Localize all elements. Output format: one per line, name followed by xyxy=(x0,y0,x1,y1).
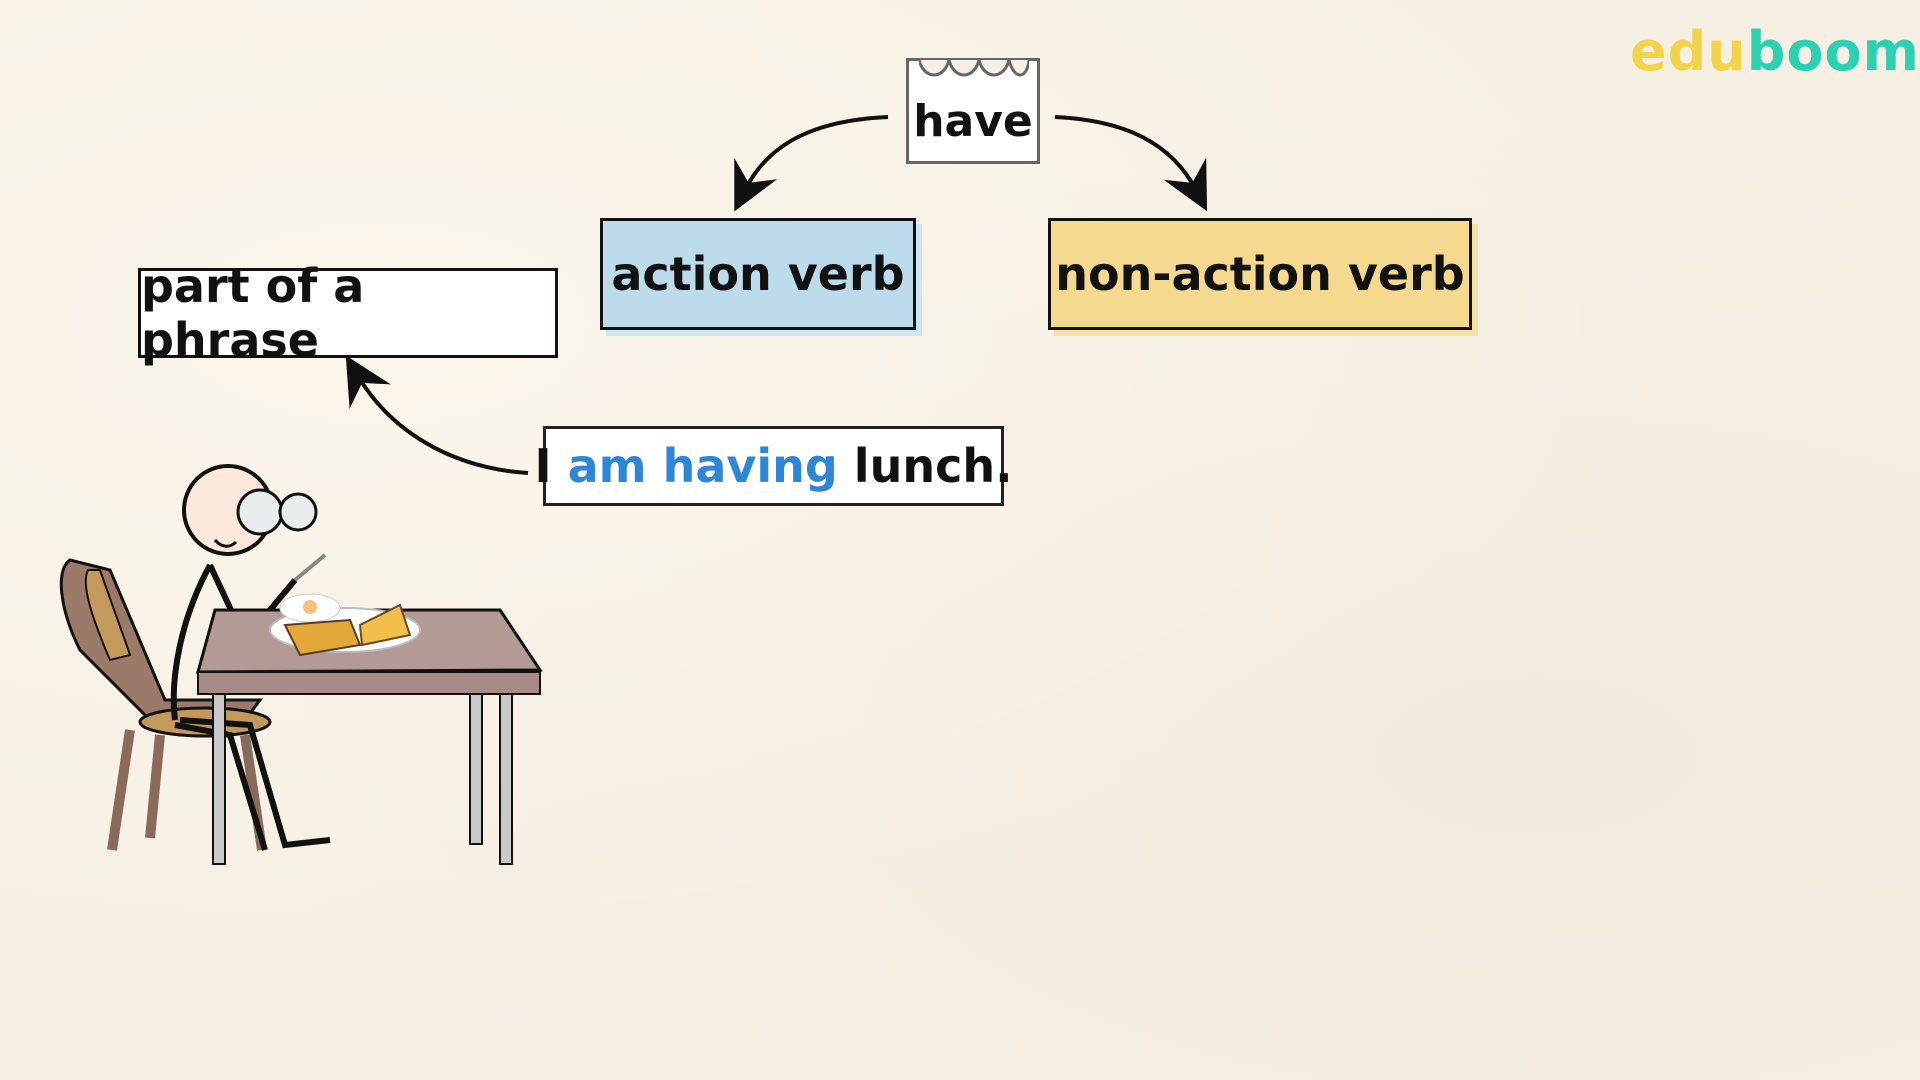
sentence-before: I xyxy=(534,439,568,493)
arrow-to-phrase xyxy=(345,355,529,475)
part-of-phrase-label: part of a phrase xyxy=(141,259,365,367)
root-word-card: have xyxy=(906,58,1040,164)
root-word-label: have xyxy=(913,96,1033,147)
sentence-highlight: am having xyxy=(567,439,838,493)
eduboom-logo: eduboom xyxy=(1630,20,1920,83)
non-action-verb-card: non-action verb xyxy=(1048,218,1472,330)
action-verb-label: action verb xyxy=(611,247,905,301)
lunch-illustration xyxy=(59,464,543,865)
part-of-phrase-card: part of a phrase xyxy=(138,259,558,367)
logo-boom: boom xyxy=(1746,20,1920,83)
arrow-to-non-action-verb xyxy=(1054,115,1208,212)
arrow-to-action-verb xyxy=(734,115,889,212)
non-action-verb-label: non-action verb xyxy=(1055,247,1465,301)
example-sentence-card: I am having lunch. xyxy=(534,426,1013,506)
torn-edge-decoration xyxy=(919,59,1029,77)
action-verb-card: action verb xyxy=(600,218,916,330)
logo-edu: edu xyxy=(1630,20,1747,83)
sentence-after: lunch. xyxy=(837,439,1013,493)
